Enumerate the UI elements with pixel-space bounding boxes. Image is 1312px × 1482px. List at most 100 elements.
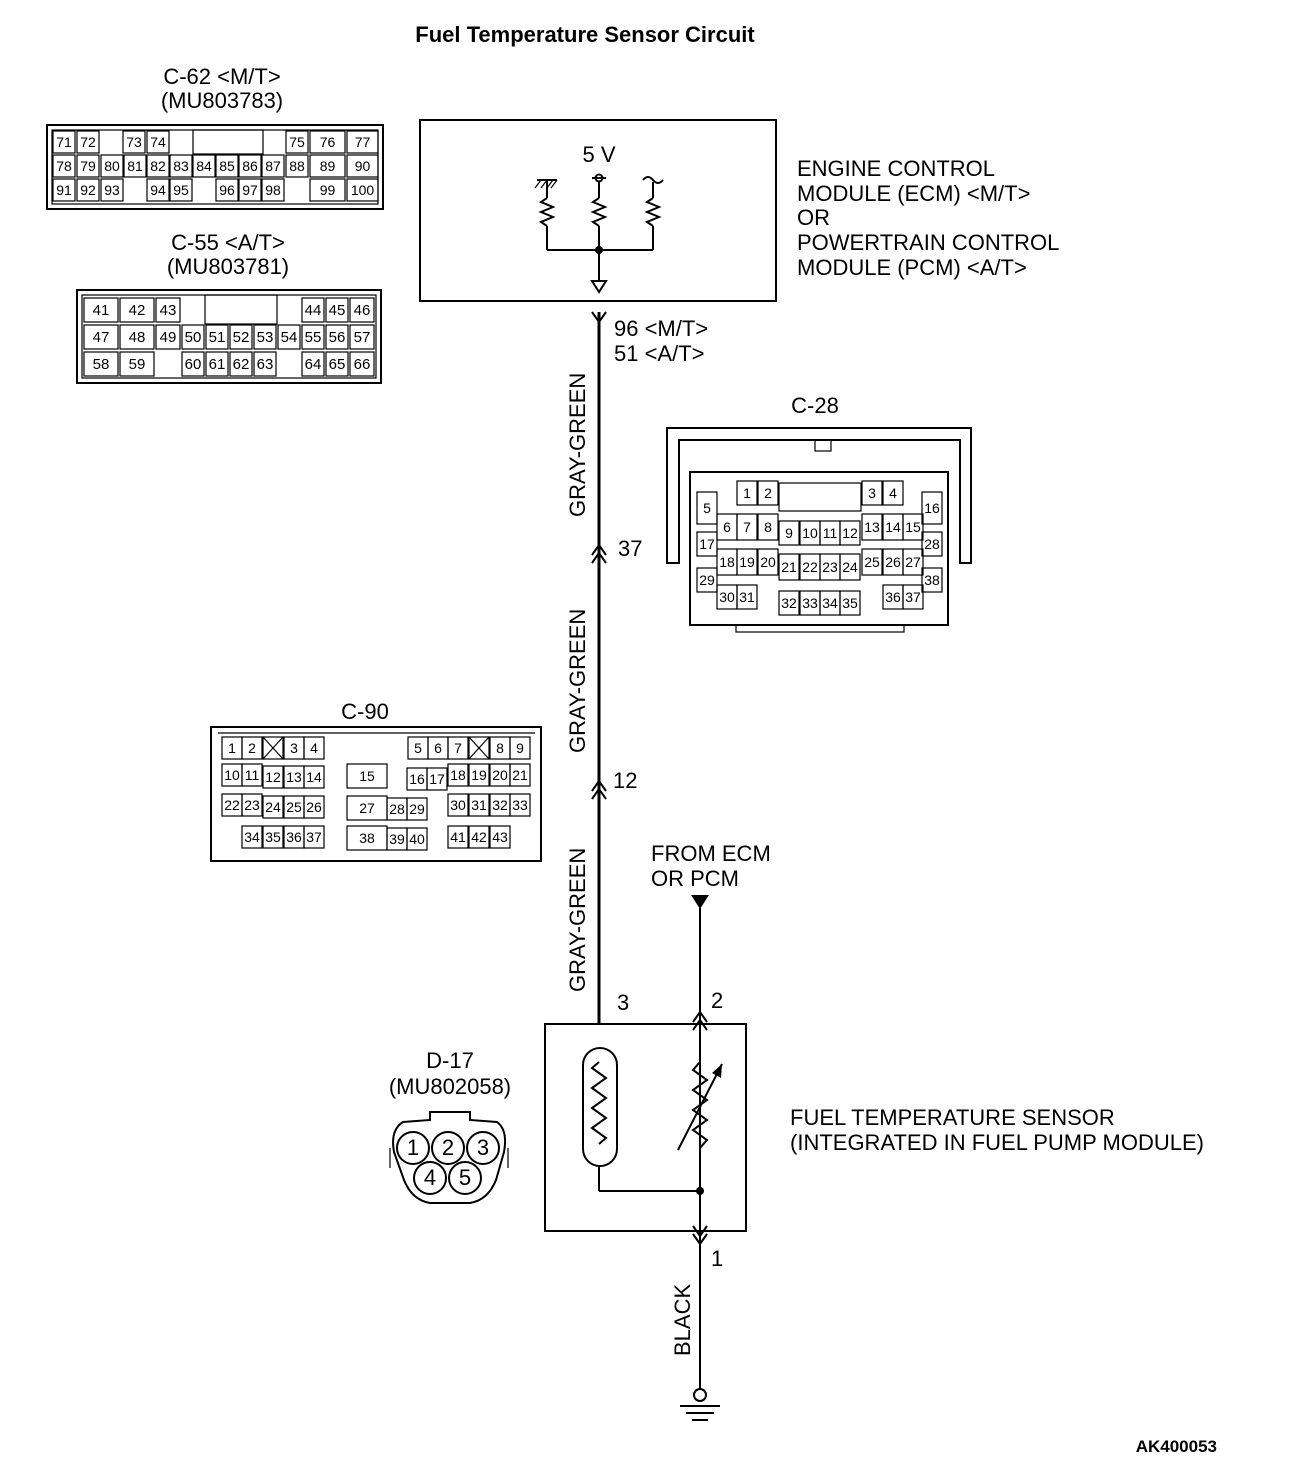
c28-pin-label: 19 bbox=[739, 554, 755, 570]
c90-pin-label: 3 bbox=[290, 740, 298, 756]
c28-pin-label: 15 bbox=[905, 519, 921, 535]
c62-cell bbox=[346, 130, 379, 154]
c28-pin-label: 9 bbox=[785, 525, 793, 541]
c62-pin-label: 76 bbox=[320, 134, 336, 150]
c28-cell bbox=[921, 531, 943, 557]
c28-cell bbox=[921, 491, 943, 525]
c90-cell bbox=[447, 825, 469, 849]
c90-pin-label: 39 bbox=[389, 831, 405, 847]
c62-pin-label: 92 bbox=[80, 182, 96, 198]
c55-pin-label: 56 bbox=[329, 329, 346, 346]
sensor-pin2: 2 bbox=[711, 988, 723, 1013]
c62-pin-label: 73 bbox=[126, 134, 142, 150]
c90-pin-label: 22 bbox=[224, 797, 240, 813]
c90-pin-label: 10 bbox=[224, 767, 240, 783]
c90-blocked-cell bbox=[262, 736, 284, 760]
c28-pin-label: 1 bbox=[743, 485, 751, 501]
c90-pin-label: 15 bbox=[359, 768, 375, 784]
c28-housing bbox=[666, 427, 972, 564]
c28-pin-label: 22 bbox=[802, 559, 818, 575]
d17-housing bbox=[392, 1111, 507, 1204]
sensor-resistor-icon bbox=[590, 1061, 608, 1145]
c62-pin-label: 86 bbox=[242, 158, 258, 174]
c90-cell bbox=[489, 825, 511, 849]
c28-pin-label: 33 bbox=[802, 595, 818, 611]
c62-cell bbox=[76, 130, 100, 154]
c62-pin-label: 88 bbox=[289, 158, 305, 174]
c90-pin-label: 9 bbox=[516, 740, 524, 756]
c90-pin-label: 25 bbox=[286, 799, 302, 815]
c28-cell bbox=[736, 513, 758, 541]
c62-cell bbox=[52, 130, 76, 154]
blocked-pin-icon bbox=[262, 736, 284, 760]
c28-pin-label: 12 bbox=[842, 525, 858, 541]
c62-pin-label: 71 bbox=[56, 134, 72, 150]
c90-cell bbox=[468, 793, 490, 817]
c62-pin-label: 93 bbox=[104, 182, 120, 198]
c90-pin-label: 16 bbox=[409, 771, 425, 787]
c90-pin-label: 34 bbox=[244, 829, 260, 845]
c55-pin-label: 65 bbox=[329, 356, 346, 373]
c55-pin-label: 61 bbox=[209, 356, 226, 373]
diagram-title: Fuel Temperature Sensor Circuit bbox=[415, 22, 755, 47]
c90-pin-label: 7 bbox=[454, 740, 462, 756]
c90-pin-label: 28 bbox=[389, 801, 405, 817]
c62-cell bbox=[261, 178, 285, 202]
c90-cell bbox=[426, 767, 448, 791]
c62-pin-label: 77 bbox=[355, 134, 371, 150]
c90-housing bbox=[210, 726, 542, 862]
c90-cell bbox=[468, 825, 490, 849]
c90-pin-label: 37 bbox=[306, 829, 322, 845]
c62-pin-label: 85 bbox=[219, 158, 235, 174]
c28-pin-label: 36 bbox=[885, 589, 901, 605]
c90-pin-label: 18 bbox=[450, 767, 466, 783]
d17-pin-label: 4 bbox=[424, 1165, 436, 1190]
c90-name: C-90 bbox=[341, 699, 389, 724]
c28-pin-label: 14 bbox=[885, 519, 901, 535]
c62-cell bbox=[52, 178, 76, 202]
c28-pin-label: 11 bbox=[823, 525, 838, 541]
c90-pin-label: 43 bbox=[492, 829, 508, 845]
c62-cell bbox=[52, 154, 76, 178]
c55-cell bbox=[155, 297, 181, 323]
c28-cell bbox=[861, 480, 883, 506]
c28-pin-label: 7 bbox=[743, 519, 751, 535]
c62-pin-label: 84 bbox=[196, 158, 212, 174]
c62-pin-label: 74 bbox=[150, 134, 166, 150]
c55-pin-label: 52 bbox=[233, 329, 250, 346]
c55-cell bbox=[181, 351, 205, 377]
c90-pin-label: 36 bbox=[286, 829, 302, 845]
c62-pin-label: 100 bbox=[351, 182, 375, 198]
c62-pin-label: 98 bbox=[265, 182, 281, 198]
ecm-resistor-right bbox=[644, 197, 662, 227]
c55-name: C-55 <A/T> bbox=[171, 230, 285, 255]
c55-cell bbox=[119, 324, 155, 350]
ecm-label-1: ENGINE CONTROL bbox=[797, 156, 995, 181]
ecm-terminal-mt: 96 <M/T> bbox=[614, 316, 708, 341]
c62-pin-label: 89 bbox=[320, 158, 336, 174]
c90-pin-label: 30 bbox=[450, 797, 466, 813]
c28-cell bbox=[757, 480, 779, 506]
signal-wire: 96 <M/T> 51 <A/T> GRAY-GREEN 37 GRAY-GRE… bbox=[565, 311, 708, 1025]
c90-pin-label: 26 bbox=[306, 799, 322, 815]
fuel-temperature-sensor: FUEL TEMPERATURE SENSOR (INTEGRATED IN F… bbox=[544, 1023, 1204, 1232]
c55-cell bbox=[83, 324, 119, 350]
c90-pin-label: 38 bbox=[359, 830, 375, 846]
c62-cell bbox=[309, 154, 346, 178]
c28-pin-label: 18 bbox=[719, 554, 735, 570]
d17-pin-cell bbox=[431, 1131, 465, 1165]
wire-color-seg1: GRAY-GREEN bbox=[565, 373, 590, 517]
sensor-box bbox=[544, 1023, 747, 1232]
c62-cell bbox=[346, 154, 379, 178]
c28-name: C-28 bbox=[791, 393, 839, 418]
c90-cell bbox=[346, 763, 388, 789]
c62-pin-label: 80 bbox=[104, 158, 120, 174]
d17-pin-label: 3 bbox=[477, 1135, 489, 1160]
c55-key bbox=[204, 294, 278, 325]
c55-part: (MU803781) bbox=[167, 254, 289, 279]
c55-pin-label: 64 bbox=[305, 356, 322, 373]
d17-pin-label: 1 bbox=[407, 1135, 419, 1160]
